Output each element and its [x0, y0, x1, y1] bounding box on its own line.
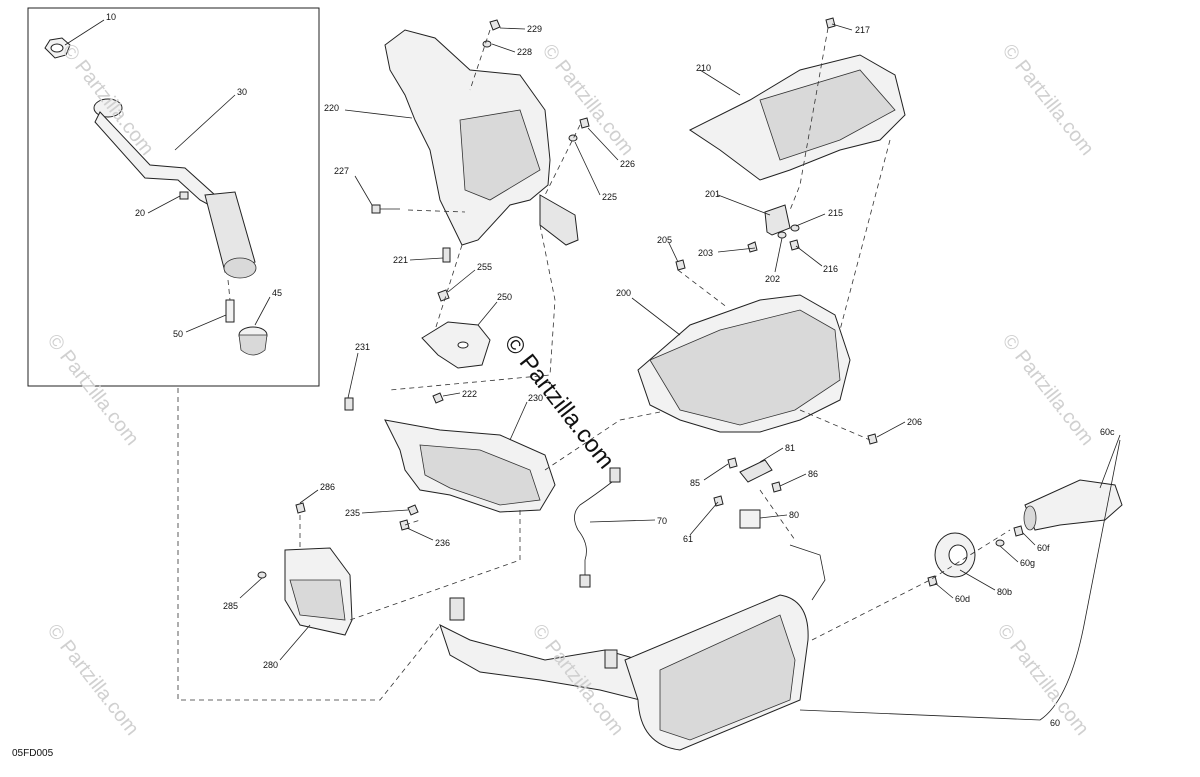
- part-205-nut: [675, 259, 686, 271]
- callout-206: 206: [907, 417, 922, 427]
- callout-203: 203: [698, 248, 713, 258]
- callout-215: 215: [828, 208, 843, 218]
- part-250-bracket: [421, 321, 491, 369]
- part-286-nut: [295, 502, 306, 514]
- callout-81: 81: [785, 443, 795, 453]
- part-80-mount: [739, 509, 761, 529]
- part-60c-tailpipe: [1023, 479, 1123, 531]
- callout-235: 235: [345, 508, 360, 518]
- callout-228: 228: [517, 47, 532, 57]
- part-255-nut: [437, 289, 450, 302]
- part-210-top-heat-shield: [689, 54, 906, 181]
- part-60f-bolt: [1013, 525, 1024, 537]
- part-225-washer: [568, 134, 578, 142]
- callout-45: 45: [272, 288, 282, 298]
- part-61-nut: [713, 495, 724, 507]
- part-222-nut: [432, 392, 444, 404]
- part-206-nut: [867, 433, 878, 445]
- part-60-muffler: [439, 544, 826, 751]
- part-236-nut: [399, 519, 410, 531]
- part-20-clip: [179, 191, 189, 200]
- callout-30: 30: [237, 87, 247, 97]
- callout-70: 70: [657, 516, 667, 526]
- callout-10: 10: [106, 12, 116, 22]
- part-220-heat-shield: [384, 29, 579, 246]
- part-227-bolt: [371, 204, 400, 214]
- leader-lines: [64, 19, 1121, 721]
- callout-227: 227: [334, 166, 349, 176]
- callout-236: 236: [435, 538, 450, 548]
- inset-detail-box: [27, 7, 320, 387]
- diagram-code: 05FD005: [12, 748, 54, 759]
- part-50-sensor: [225, 279, 235, 323]
- callout-217: 217: [855, 25, 870, 35]
- callout-210: 210: [696, 63, 711, 73]
- part-203-nut: [747, 241, 758, 253]
- part-60d-nut: [927, 575, 938, 587]
- callout-286: 286: [320, 482, 335, 492]
- part-215-washer: [790, 224, 800, 232]
- part-217-nut: [825, 17, 836, 29]
- callout-200: 200: [616, 288, 631, 298]
- callout-220: 220: [324, 103, 339, 113]
- part-30-front-pipe: [93, 98, 257, 279]
- callout-20: 20: [135, 208, 145, 218]
- part-226-nut: [579, 117, 590, 129]
- part-230-lower-heat-shield: [384, 419, 556, 513]
- callout-216: 216: [823, 264, 838, 274]
- callout-85: 85: [690, 478, 700, 488]
- part-45-seal-ring: [238, 326, 268, 356]
- callout-80: 80: [789, 510, 799, 520]
- part-285-washer: [257, 571, 267, 579]
- callout-226: 226: [620, 159, 635, 169]
- part-70-sensor-cable: [574, 467, 621, 588]
- callout-202: 202: [765, 274, 780, 284]
- part-228-washer: [482, 40, 492, 48]
- callout-60f: 60f: [1037, 543, 1050, 553]
- callout-60c: 60c: [1100, 427, 1115, 437]
- callout-60d: 60d: [955, 594, 970, 604]
- part-81-bracket: [739, 459, 773, 483]
- part-10-gasket: [44, 37, 71, 59]
- callout-230: 230: [528, 393, 543, 403]
- part-80b-flange: [934, 532, 976, 578]
- callout-61: 61: [683, 534, 693, 544]
- part-201-bracket: [764, 204, 791, 236]
- callout-60: 60: [1050, 718, 1060, 728]
- part-229-nut: [489, 19, 501, 31]
- part-231-clip: [344, 397, 354, 411]
- callout-86: 86: [808, 469, 818, 479]
- part-202-washer: [777, 231, 787, 239]
- callout-222: 222: [462, 389, 477, 399]
- callout-labels: 10 30 20 45 50 220 229 228 226 225 227 2…: [106, 12, 1115, 728]
- part-86-nut: [771, 481, 782, 493]
- callout-201: 201: [705, 189, 720, 199]
- callout-221: 221: [393, 255, 408, 265]
- part-216-nut: [789, 239, 800, 251]
- part-280-end-shield: [284, 547, 353, 636]
- callout-285: 285: [223, 601, 238, 611]
- callout-225: 225: [602, 192, 617, 202]
- callout-50: 50: [173, 329, 183, 339]
- callout-229: 229: [527, 24, 542, 34]
- callout-255: 255: [477, 262, 492, 272]
- part-200-converter-shield: [637, 294, 851, 433]
- assembly-lines: [177, 27, 1011, 701]
- callout-205: 205: [657, 235, 672, 245]
- callout-250: 250: [497, 292, 512, 302]
- part-60g-washer: [995, 539, 1005, 547]
- callout-280: 280: [263, 660, 278, 670]
- part-85-bolt: [727, 457, 738, 469]
- callout-60g: 60g: [1020, 558, 1035, 568]
- callout-231: 231: [355, 342, 370, 352]
- part-221-clip: [442, 247, 451, 263]
- part-235-washer: [407, 504, 419, 516]
- callout-80b: 80b: [997, 587, 1012, 597]
